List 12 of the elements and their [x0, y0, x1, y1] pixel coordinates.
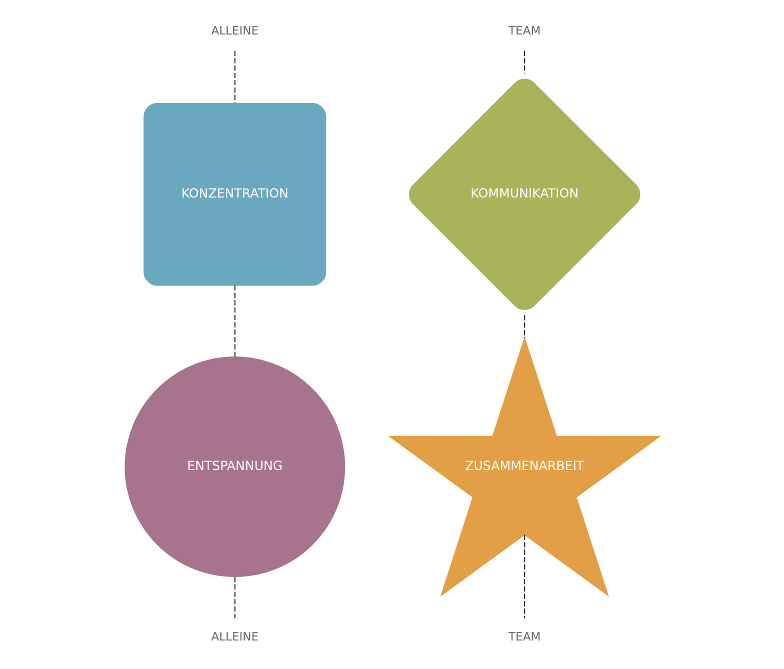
- connector: [524, 534, 525, 618]
- connector: [234, 285, 235, 357]
- node-text: ALLEINE: [210, 24, 258, 38]
- connector: [234, 50, 235, 104]
- connector: [234, 576, 235, 618]
- node-box: KONZENTRATION: [143, 103, 326, 286]
- node-text: ALLEINE: [210, 629, 258, 644]
- connector: [524, 315, 525, 338]
- node-circle: ENTSPANNUNG: [124, 356, 345, 577]
- connector: [524, 50, 525, 74]
- node-text: TEAM: [508, 24, 540, 38]
- node-text: TEAM: [508, 629, 540, 644]
